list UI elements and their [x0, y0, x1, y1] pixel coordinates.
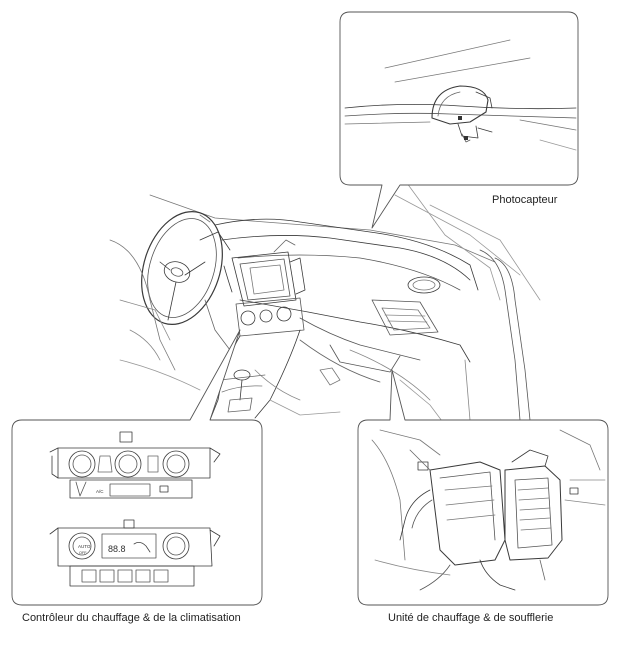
- car-interior-illustration: [109, 159, 541, 426]
- auto-mark: AUTO: [78, 544, 91, 549]
- label-photo-sensor: Photocapteur: [492, 194, 558, 206]
- display-readout: 88.8: [108, 544, 126, 554]
- manual-climate-panel: A/C: [49, 431, 221, 499]
- callout-photo-sensor: [339, 11, 579, 229]
- blower-unit-part: [504, 465, 563, 561]
- callout-hvac-controller: A/C AUTO OFF 88.8: [11, 329, 263, 606]
- label-hvac-controller: Contrôleur du chauffage & de la climatis…: [22, 612, 241, 624]
- label-heater-blower-unit: Unité de chauffage & de soufflerie: [388, 612, 554, 624]
- photo-sensor-part: [431, 85, 489, 125]
- ac-mark: A/C: [96, 489, 104, 494]
- callout-heater-blower: [357, 369, 609, 606]
- off-mark: OFF: [79, 551, 87, 555]
- heater-unit-part: [429, 461, 506, 566]
- auto-climate-panel: AUTO OFF 88.8: [49, 519, 221, 587]
